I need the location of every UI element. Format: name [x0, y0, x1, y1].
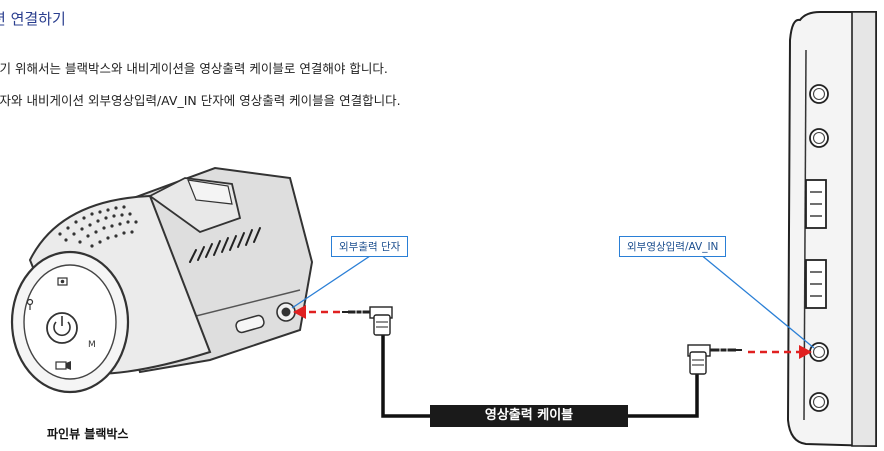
video-output-cable	[342, 306, 742, 418]
svg-text:M: M	[88, 340, 96, 350]
insert-arrow-navigation	[748, 345, 812, 359]
blackbox-name-label: 파인뷰 블랙박스	[47, 427, 129, 441]
description-line-1: 하기 위해서는 블랙박스와 내비게이션을 영상출력 케이블로 연결해야 합니다.	[0, 61, 388, 76]
section-heading: 션 연결하기	[0, 10, 66, 28]
navigation-av-in-callout: 외부영상입력/AV_IN	[619, 236, 727, 257]
navigation-device	[786, 11, 877, 448]
cable-label: 영상출력 케이블	[430, 405, 628, 427]
navigation-port-leader	[699, 253, 815, 349]
blackbox-output-port-callout: 외부출력 단자	[331, 236, 409, 257]
insert-arrow-blackbox	[293, 305, 340, 319]
description-line-2: 단자와 내비게이션 외부영상입력/AV_IN 단자에 영상출력 케이블을 연결합…	[0, 93, 401, 108]
blackbox-port-leader	[291, 253, 374, 309]
blackbox-device: M	[10, 166, 314, 394]
